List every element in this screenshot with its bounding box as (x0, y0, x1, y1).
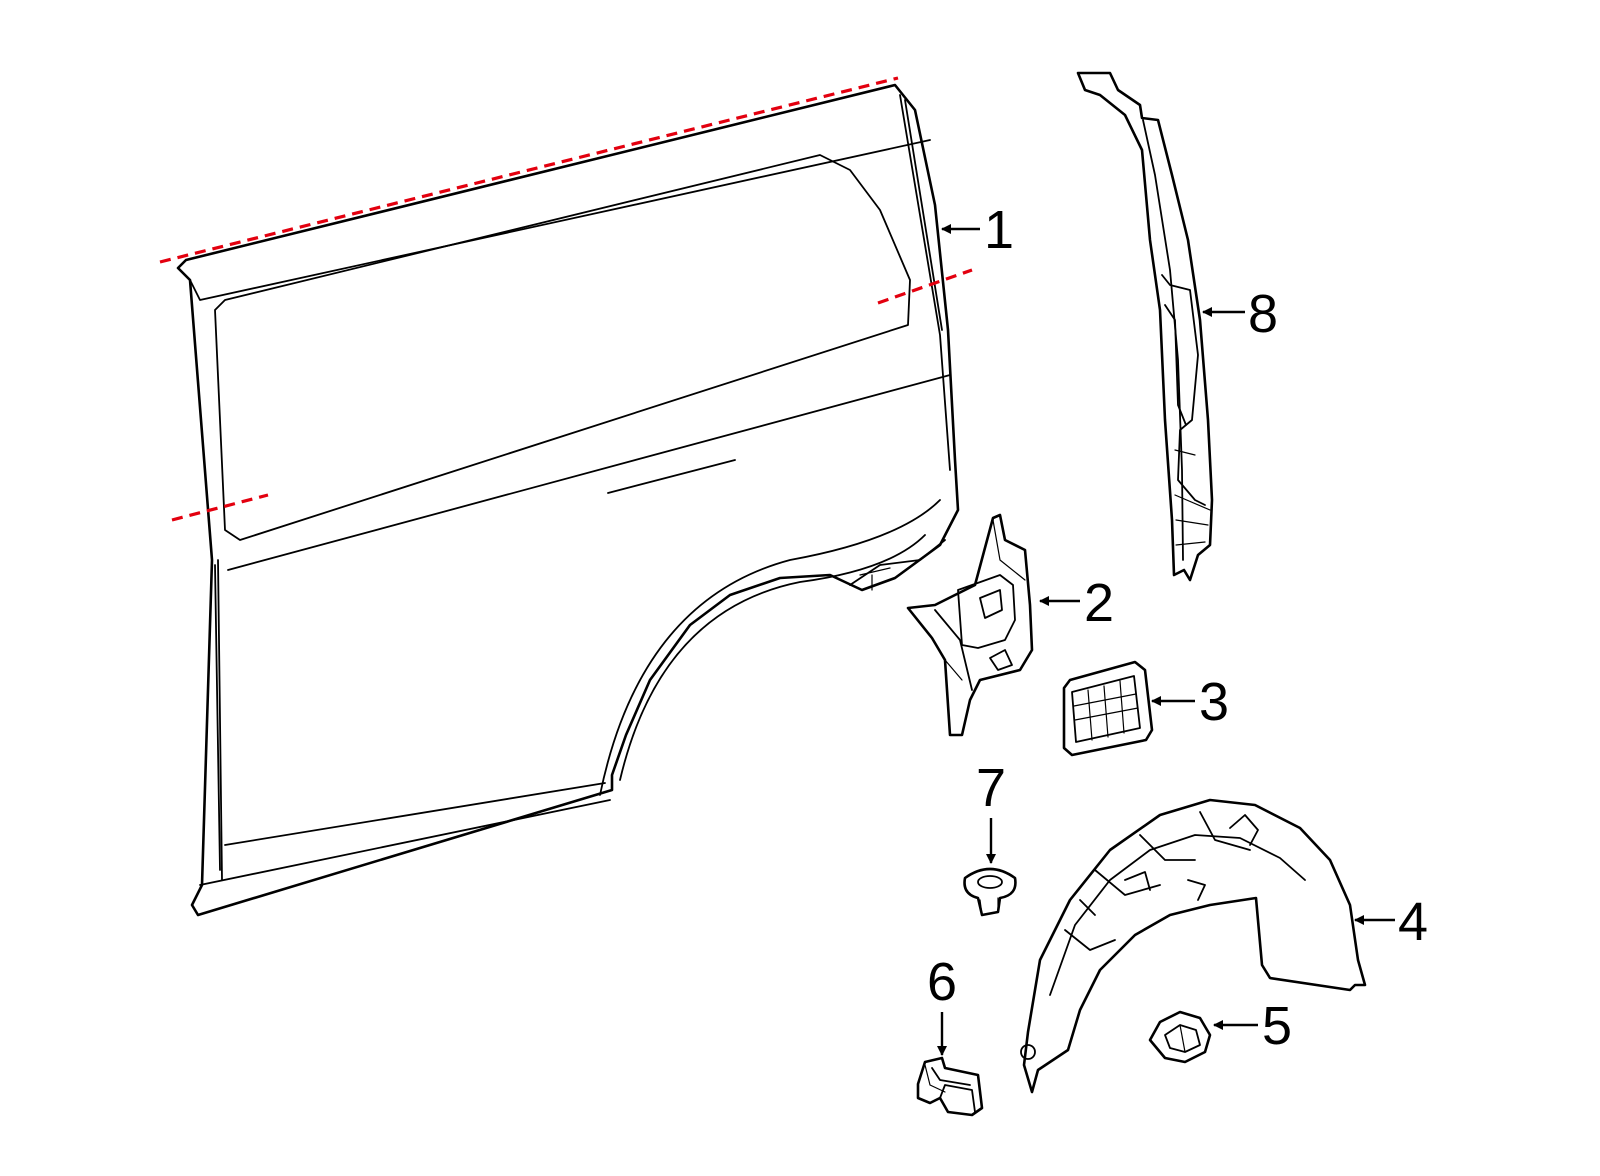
vent-grille-part-3 (1062, 660, 1154, 757)
wheelhouse-bracket-part-2 (906, 513, 1034, 737)
cap-part-5 (1148, 1010, 1212, 1064)
callout-leaders (937, 224, 1395, 1056)
callout-8: 8 (1248, 284, 1278, 344)
wheelhouse-liner-part-4 (1020, 798, 1367, 1094)
push-nut-part-7 (963, 867, 1017, 917)
clip-part-6 (916, 1056, 984, 1117)
callout-6: 6 (927, 952, 957, 1012)
callout-5: 5 (1262, 996, 1292, 1056)
callout-4: 4 (1398, 892, 1428, 952)
cut-lines (159, 76, 973, 522)
side-panel-part-1 (176, 83, 960, 917)
pillar-reinforcement-part-8 (1076, 71, 1214, 582)
callout-3: 3 (1199, 672, 1229, 732)
callout-7: 7 (976, 758, 1006, 818)
callout-labels: 1 2 3 4 5 6 7 8 (927, 200, 1428, 1056)
callout-2: 2 (1084, 573, 1114, 633)
callout-1: 1 (984, 200, 1014, 260)
